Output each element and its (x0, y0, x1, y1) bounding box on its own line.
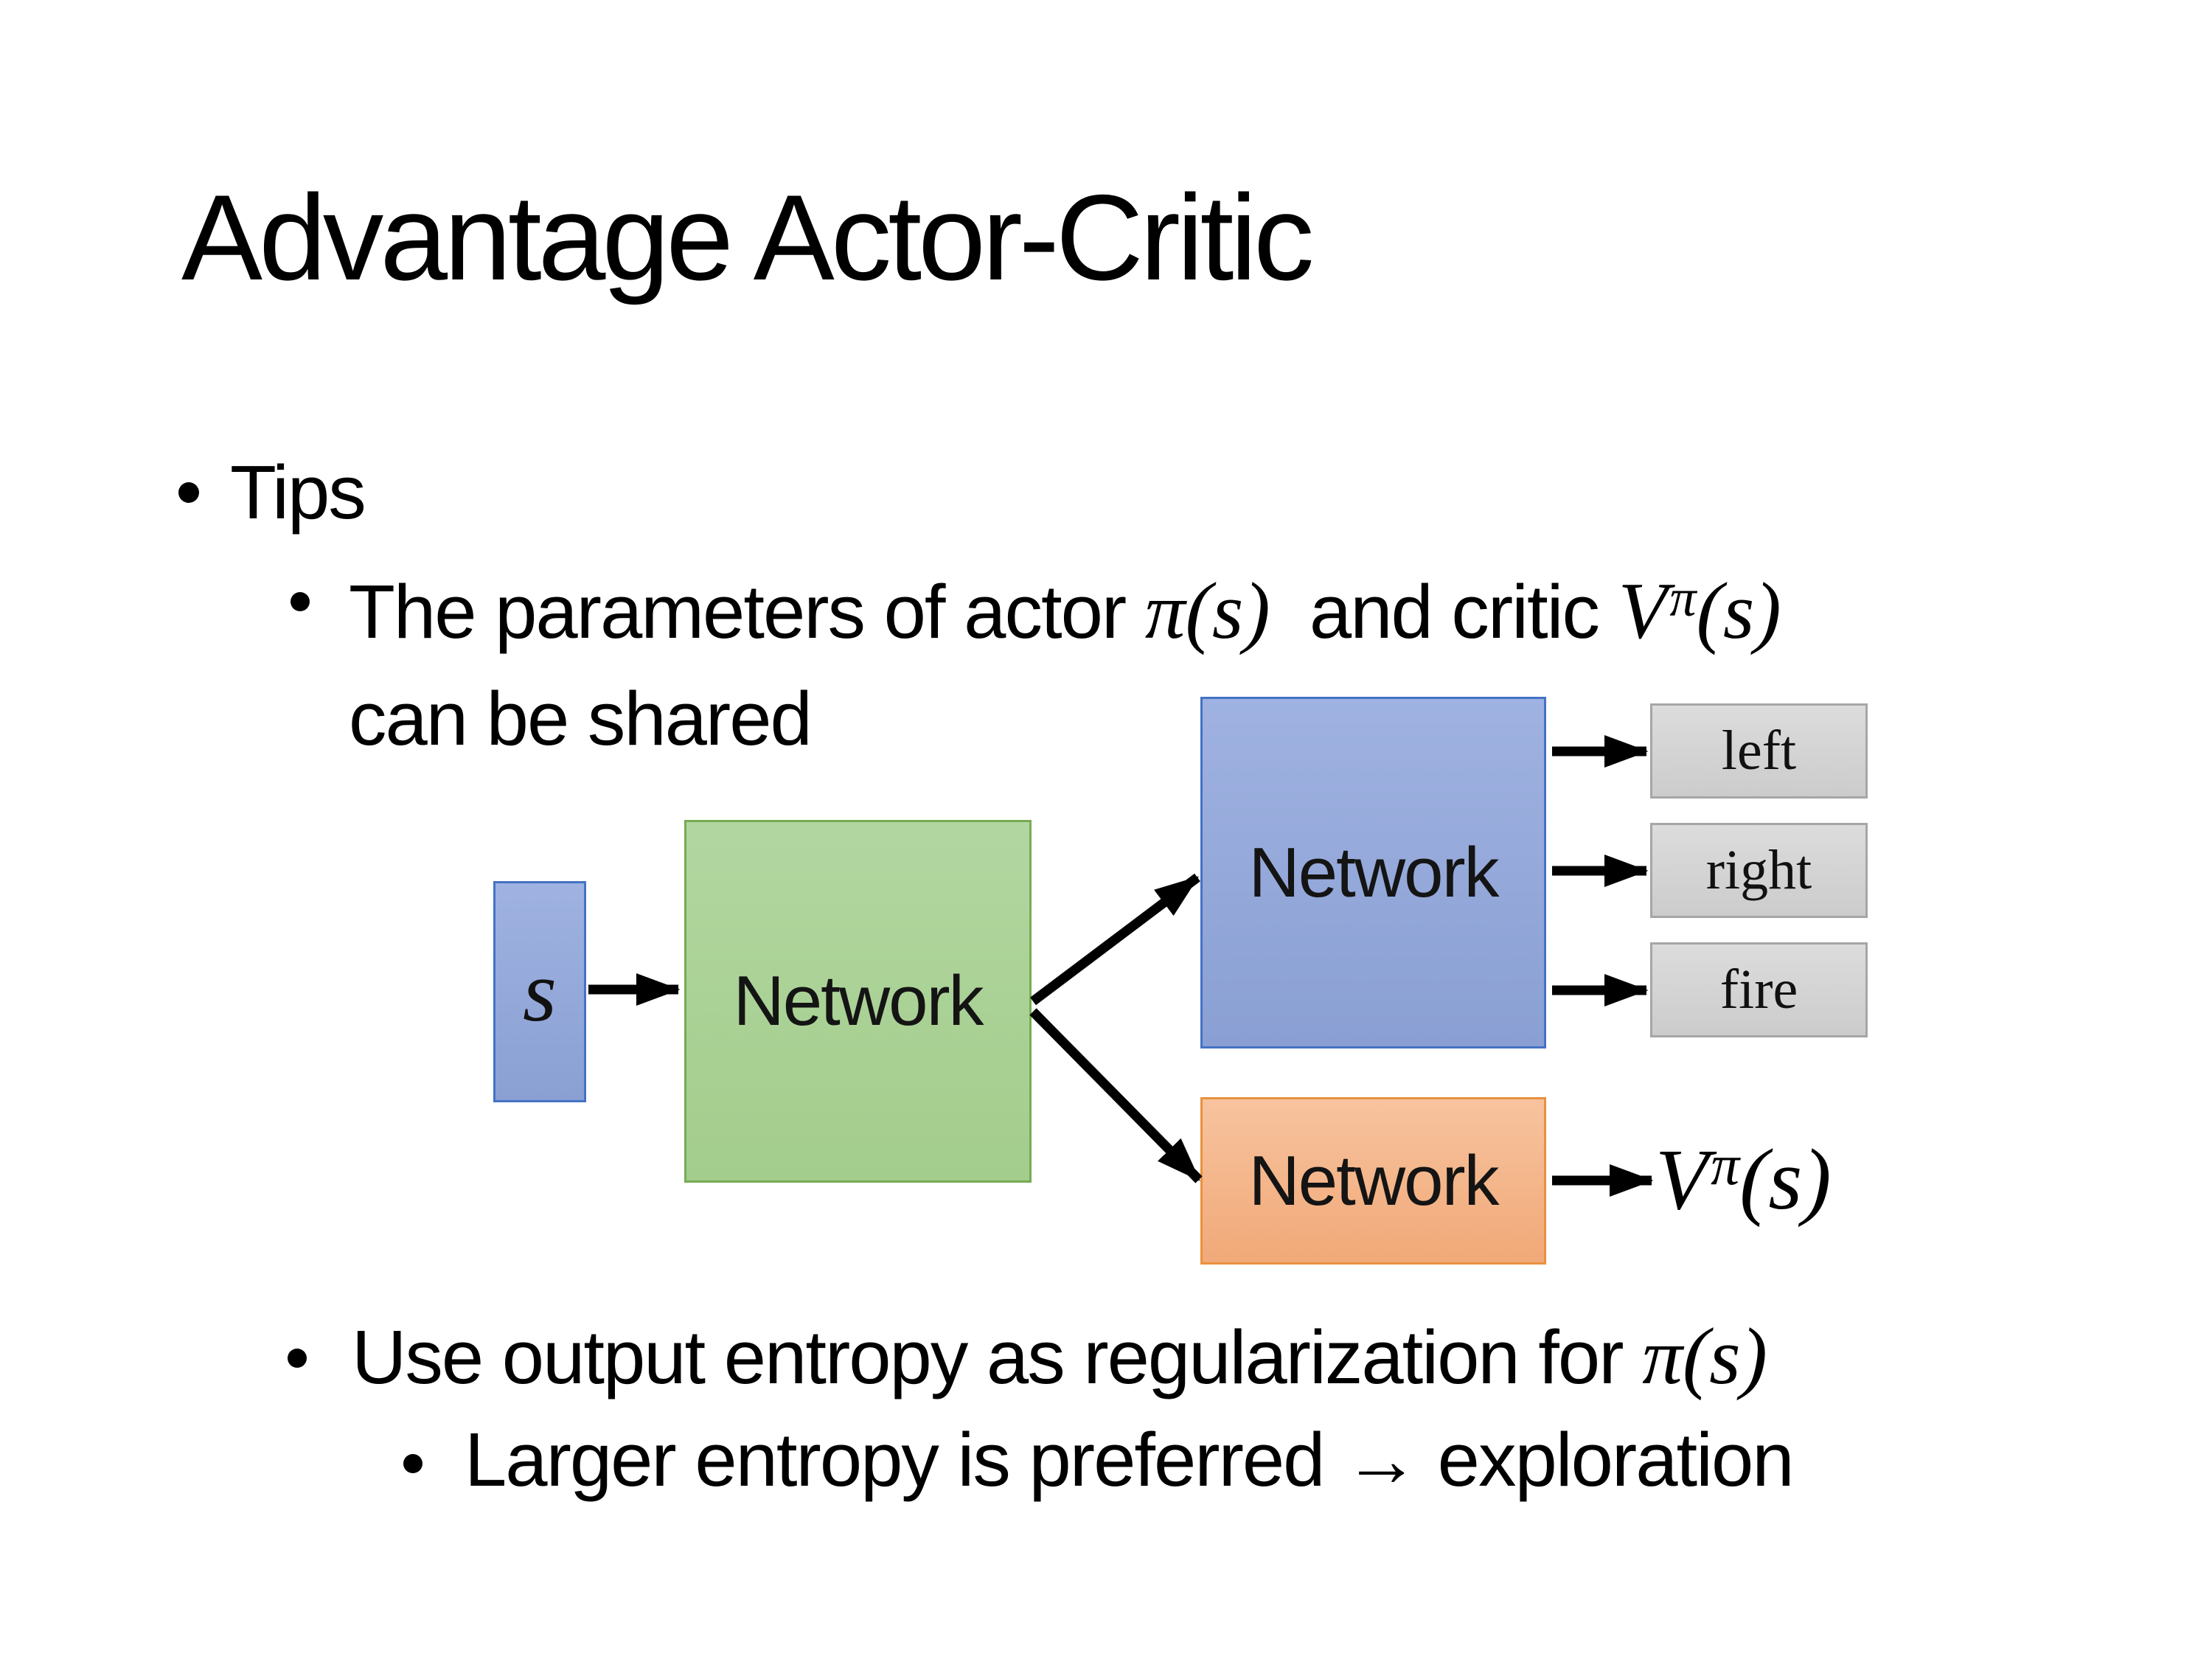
bullet-larger-entropy: Larger entropy is preferred → exploratio… (465, 1417, 1795, 1502)
math-pi-s: π(s) (1144, 566, 1270, 655)
action-label-right: right (1705, 839, 1812, 901)
state-label: s (523, 943, 557, 1040)
state-box: s (493, 881, 586, 1102)
bullet-parameters-line2: can be shared (349, 676, 813, 761)
action-box-fire: fire (1650, 942, 1868, 1037)
actor-network-box: Network (1200, 697, 1546, 1048)
bullet-dot-level2b (288, 1349, 307, 1368)
arrow-shared-to-critic (1029, 1008, 1203, 1183)
math-v-pi-s: Vπ(s) (1618, 566, 1781, 655)
bullet-dot-level3 (403, 1454, 422, 1473)
bullet-dot-level2 (291, 592, 310, 611)
critic-network-box: Network (1200, 1097, 1546, 1265)
action-box-left: left (1650, 703, 1868, 799)
bullet-entropy-regularization: Use output entropy as regularization for… (352, 1312, 1768, 1401)
action-label-left: left (1721, 720, 1797, 782)
critic-network-label: Network (1248, 1141, 1499, 1220)
action-label-fire: fire (1719, 959, 1798, 1020)
bullet-parameters-shared: The parameters of actor π(s) and critic … (349, 562, 1781, 768)
critic-output-value: Vπ(s) (1655, 1131, 1832, 1228)
arrow-shared-to-actor (1030, 873, 1200, 1006)
bullet-tips: Tips (230, 450, 366, 535)
bullet-dot-level1 (178, 482, 199, 503)
shared-network-box: Network (684, 820, 1032, 1183)
slide-title: Advantage Actor-Critic (181, 170, 1315, 305)
action-box-right: right (1650, 823, 1868, 918)
math-pi-s-2: π(s) (1642, 1312, 1768, 1401)
bullet-parameters-line1: The parameters of actor π(s) and critic … (349, 566, 1781, 655)
actor-network-label: Network (1248, 832, 1499, 912)
shared-network-label: Network (733, 961, 984, 1040)
